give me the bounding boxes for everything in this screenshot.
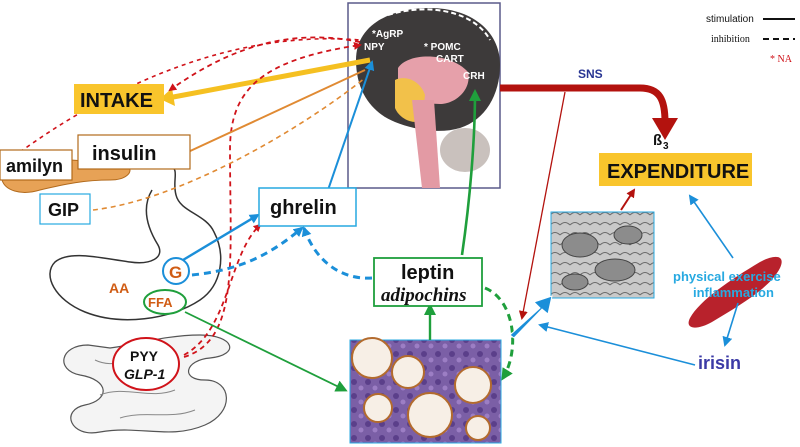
stomach-icon: [49, 164, 222, 321]
arrow-block-to-mitochondria: [509, 295, 553, 339]
leptin-node: leptin adipochins: [373, 257, 483, 307]
arrow-gip-to-brain: [92, 77, 366, 211]
legend-inhibition-label: inhibition: [711, 34, 750, 45]
npy-label: NPY: [364, 42, 385, 53]
pomc-label: * POMC: [424, 42, 461, 53]
agrp-label: *AgRP: [372, 29, 403, 40]
arrow-ghrelin-to-brain: [327, 60, 375, 191]
mitochondria-micrograph: [550, 211, 655, 299]
adipochins-label: adipochins: [381, 285, 467, 306]
inflammation-label: inflammation: [693, 285, 774, 300]
sns-label: SNS: [578, 67, 603, 81]
gip-node: GIP: [39, 193, 91, 225]
legend: stimulation inhibition * NA: [706, 14, 795, 65]
irisin-label: irisin: [698, 353, 741, 373]
arrow-exercise-to-expenditure: [688, 194, 734, 259]
arrow-amilyn-to-brain: [19, 37, 361, 153]
arrow-mito-to-expenditure: [620, 188, 636, 211]
adipose-tissue-micrograph-icon: [351, 337, 492, 441]
arrow-irisin-to-adipose: [538, 322, 696, 366]
arrow-brain-sns-to-b3: [500, 84, 669, 123]
arrow-leptin-to-adipose-dashed: [484, 286, 515, 381]
beta3-subscript: 3: [663, 141, 669, 152]
arrow-pyy-to-ghrelin: [183, 223, 262, 356]
leptin-label: leptin: [401, 262, 454, 284]
exercise-label: physical exercise: [673, 269, 781, 284]
crh-label: CRH: [463, 71, 485, 82]
beta3-label-group: ß 3: [653, 132, 669, 152]
intake-label: INTAKE: [80, 90, 153, 112]
gip-label: GIP: [48, 200, 79, 220]
insulin-node: insulin: [77, 134, 191, 170]
amilyn-label: amilyn: [6, 156, 63, 176]
arrow-insulin-to-brain: [187, 69, 366, 153]
glp1-label: GLP-1: [124, 366, 165, 382]
stomach: [49, 164, 222, 321]
arrow-head-b3: [652, 118, 678, 140]
ghrelin-node: ghrelin: [258, 187, 357, 227]
mitochondria-micrograph-icon: [561, 225, 643, 291]
legend-stimulation-label: stimulation: [706, 14, 754, 25]
arrow-g-to-ghrelin: [182, 213, 260, 262]
arrow-pyy-to-brain: [183, 41, 362, 358]
beta3-label: ß: [653, 132, 662, 149]
legend-na-note: * NA: [770, 54, 793, 65]
cart-label: CART: [436, 54, 464, 65]
pyy-label: PYY: [130, 348, 159, 364]
arrows: [19, 36, 739, 392]
ffa-label: FFA: [148, 295, 173, 310]
arrow-sns-to-mitochondria: [518, 91, 566, 320]
ghrelin-label: ghrelin: [270, 197, 337, 219]
brain-panel: *AgRP NPY * POMC CART CRH: [347, 2, 501, 189]
aa-label: AA: [109, 280, 129, 296]
arrow-brain-to-intake: [167, 57, 371, 101]
arrow-exercise-to-irisin: [722, 302, 739, 347]
arrow-head-intake: [160, 88, 175, 106]
arrow-leptin-to-ghrelin: [301, 226, 373, 280]
intake-node: INTAKE: [74, 84, 164, 114]
pyy-node: PYY GLP-1: [112, 337, 180, 391]
brain-sagittal-icon: [356, 8, 500, 188]
adipose-micrograph: [349, 337, 502, 444]
ffa-node: FFA: [143, 289, 187, 315]
insulin-label: insulin: [92, 143, 156, 165]
arrow-leptin-to-brain: [460, 89, 481, 256]
expenditure-label: EXPENDITURE: [607, 161, 749, 183]
muscle-icon: [688, 256, 782, 328]
g-node: G: [162, 257, 190, 285]
arrow-g-to-ghrelin-dashed: [191, 226, 304, 277]
g-label: G: [169, 263, 182, 282]
expenditure-node: EXPENDITURE: [599, 153, 752, 186]
amilyn-node: amilyn: [0, 149, 73, 181]
muscle: [688, 256, 782, 328]
arrow-ffa-to-adipose: [184, 311, 348, 392]
